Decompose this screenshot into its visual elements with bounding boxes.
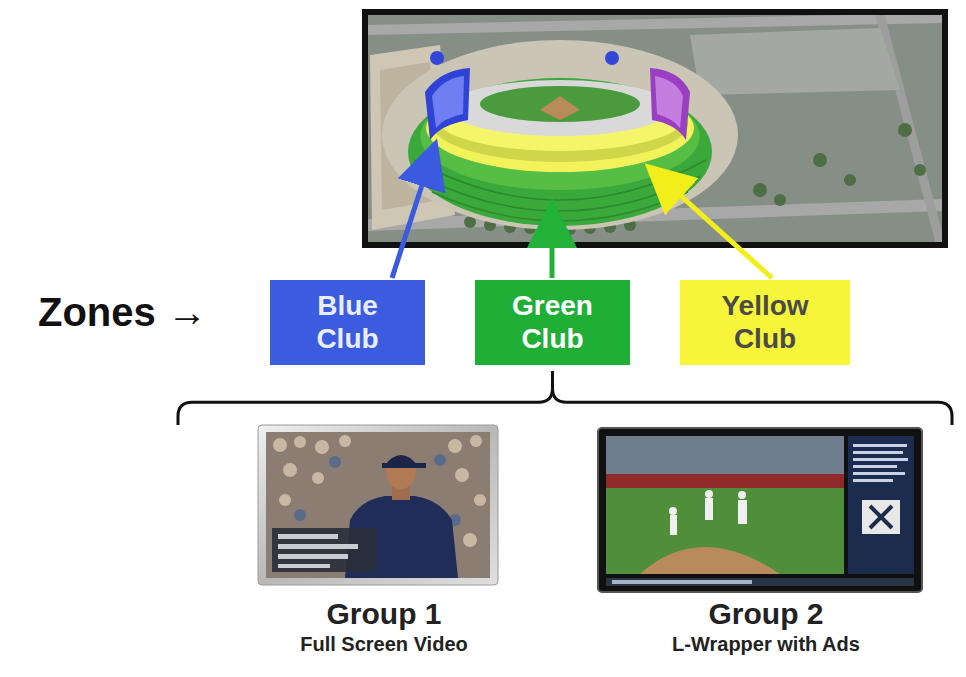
tv-screen-full xyxy=(258,425,498,585)
group-title: Group 2 xyxy=(580,597,952,632)
zone-box: Green Club xyxy=(475,280,630,365)
bracket-connector xyxy=(178,371,553,425)
zones-label: Zones → xyxy=(38,290,207,335)
group-description: Full Screen Video xyxy=(178,632,590,656)
group-description: L-Wrapper with Ads xyxy=(580,632,952,656)
zone-name: Green Club xyxy=(494,290,612,354)
screen-group: Group 1Full Screen Video xyxy=(178,425,590,656)
group-title: Group 1 xyxy=(178,597,590,632)
leader-arrows xyxy=(392,148,772,278)
bracket-connector xyxy=(553,371,953,425)
zone-box: Yellow Club xyxy=(680,280,850,365)
tv-screen-lwrapper xyxy=(598,428,922,592)
stadium-picture xyxy=(365,12,945,245)
screen-group: Group 2L-Wrapper with Ads xyxy=(580,425,952,656)
zone-name: Blue Club xyxy=(289,290,407,354)
zone-name: Yellow Club xyxy=(706,290,824,354)
zone-box: Blue Club xyxy=(270,280,425,365)
